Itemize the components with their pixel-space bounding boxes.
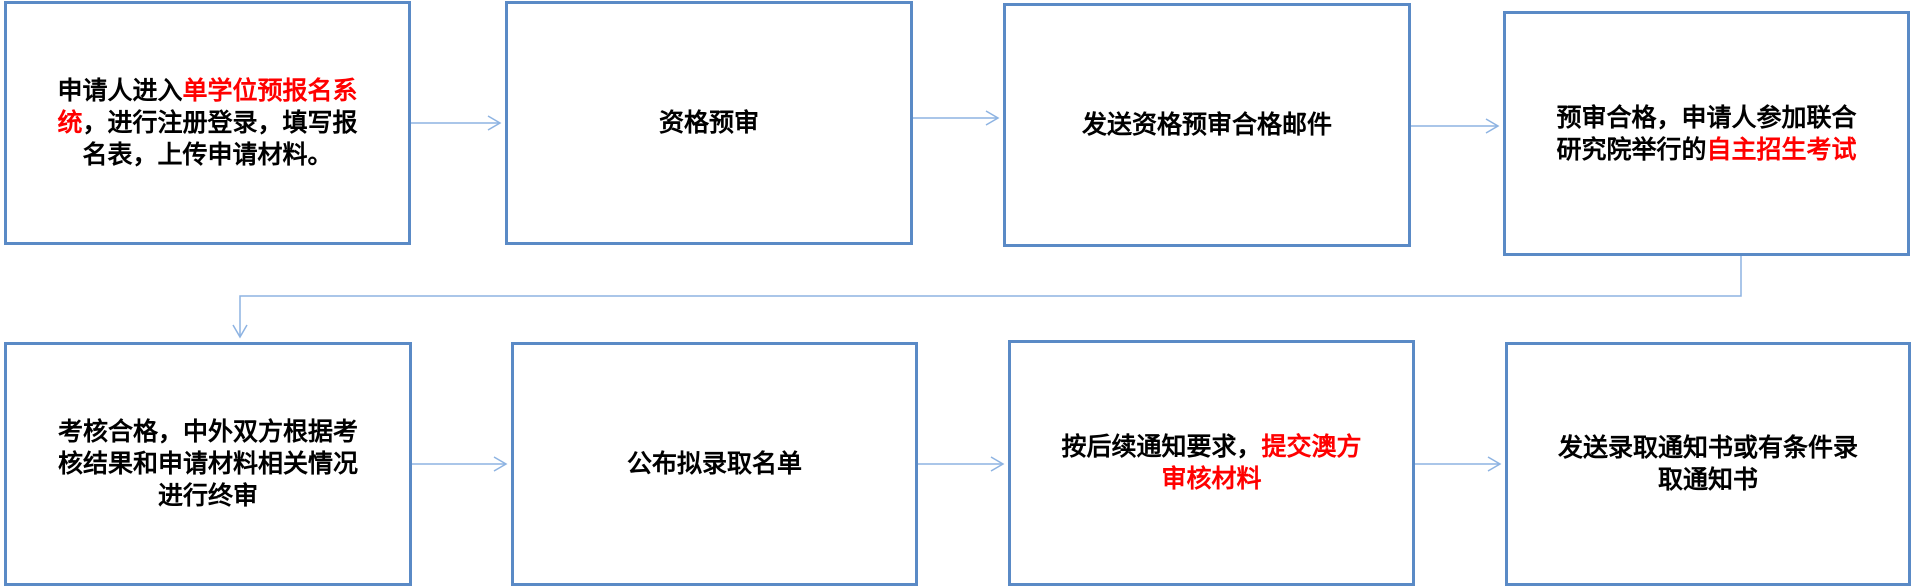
arrow-1-2 (411, 115, 502, 131)
arrow-7-8 (1415, 456, 1502, 472)
step-6-text: 公布拟录取名单 (626, 449, 802, 478)
step-2-box: 资格预审 (505, 1, 913, 245)
step-7-box: 按后续通知要求，提交澳方审核材料 (1008, 340, 1415, 586)
step-4-highlight: 自主招生考试 (1706, 134, 1857, 164)
arrow-5-6 (412, 456, 508, 472)
step-7-text: 按后续通知要求， (1061, 432, 1262, 461)
step-1-highlight: 单学位预报名系统 (57, 76, 358, 137)
step-5-text: 考核合格，中外双方根据考核结果和申请材料相关情况进行终审 (57, 417, 358, 510)
step-7-highlight: 提交澳方审核材料 (1161, 432, 1362, 493)
step-4-box: 预审合格，申请人参加联合研究院举行的自主招生考试 (1503, 11, 1910, 256)
arrow-6-7 (918, 456, 1005, 472)
step-1-text-a: 申请人进入 (57, 76, 183, 105)
step-2-text: 资格预审 (658, 108, 759, 137)
step-5-box: 考核合格，中外双方根据考核结果和申请材料相关情况进行终审 (4, 342, 412, 586)
step-1-text-b: ，进行注册登录，填写报名表，上传申请材料。 (82, 108, 358, 169)
step-3-box: 发送资格预审合格邮件 (1003, 3, 1411, 247)
step-8-text: 发送录取通知书或有条件录取通知书 (1557, 433, 1858, 494)
arrow-2-3 (913, 110, 1000, 126)
arrow-4-5 (232, 256, 1742, 339)
step-1-box: 申请人进入单学位预报名系统，进行注册登录，填写报名表，上传申请材料。 (4, 1, 411, 245)
step-3-text: 发送资格预审合格邮件 (1081, 110, 1332, 139)
step-8-box: 发送录取通知书或有条件录取通知书 (1505, 342, 1911, 586)
arrow-3-4 (1411, 118, 1500, 134)
step-4-text: 预审合格，申请人参加联合研究院举行的 (1556, 102, 1857, 164)
step-6-box: 公布拟录取名单 (511, 342, 918, 586)
